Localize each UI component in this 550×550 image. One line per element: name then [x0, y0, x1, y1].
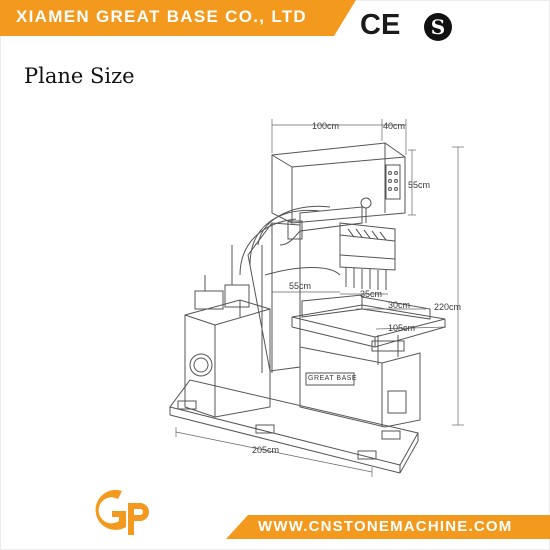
dim-arm-reach: 55cm	[289, 281, 312, 291]
valve	[287, 220, 303, 240]
logo-b-shape	[128, 503, 149, 535]
s-mark-letter: S	[430, 15, 446, 39]
website-url[interactable]: WWW.CNSTONEMACHINE.COM	[258, 518, 513, 535]
foot-pad	[177, 400, 197, 410]
banner-fold	[334, 0, 356, 36]
ce-mark-icon: CE	[360, 9, 401, 41]
website-banner: WWW.CNSTONEMACHINE.COM	[226, 515, 550, 539]
machine-nameplate: GREAT BASE	[308, 375, 358, 382]
foot-pad	[255, 424, 275, 434]
page-title: Plane Size	[24, 64, 135, 88]
company-name: XIAMEN GREAT BASE CO., LTD	[16, 7, 308, 26]
control-panel	[385, 164, 401, 200]
base-frame	[169, 379, 419, 466]
pump-motor	[194, 290, 224, 310]
s-mark-icon: S	[424, 13, 452, 41]
press-head	[339, 222, 396, 271]
dim-table-width: 105cm	[388, 323, 416, 333]
tank-port	[189, 353, 213, 377]
pump-block	[224, 284, 250, 308]
dim-head-width: 35cm	[360, 289, 383, 299]
dim-total-height: 220cm	[434, 302, 462, 312]
company-banner: XIAMEN GREAT BASE CO., LTD	[0, 0, 356, 36]
arm	[299, 206, 363, 232]
dim-top-right-width: 40cm	[383, 121, 406, 131]
logo-g-shape	[95, 489, 126, 530]
foot-pad	[381, 430, 401, 440]
company-logo	[88, 485, 158, 541]
machine-drawing-svg	[169, 119, 464, 477]
logo-icon	[95, 489, 149, 535]
nameplate	[305, 372, 355, 386]
foot-pad	[357, 450, 377, 460]
dim-table-offset: 30cm	[388, 300, 411, 310]
dim-base-length: 205cm	[252, 445, 280, 455]
lower-body	[299, 346, 421, 428]
dim-panel-height: 55cm	[408, 180, 431, 190]
dim-top-width: 100cm	[312, 121, 340, 131]
column	[247, 222, 301, 372]
website-banner-fold	[226, 515, 248, 539]
machine-drawing: 100cm 40cm 55cm 220cm 55cm 35cm 30cm 105…	[0, 95, 550, 495]
